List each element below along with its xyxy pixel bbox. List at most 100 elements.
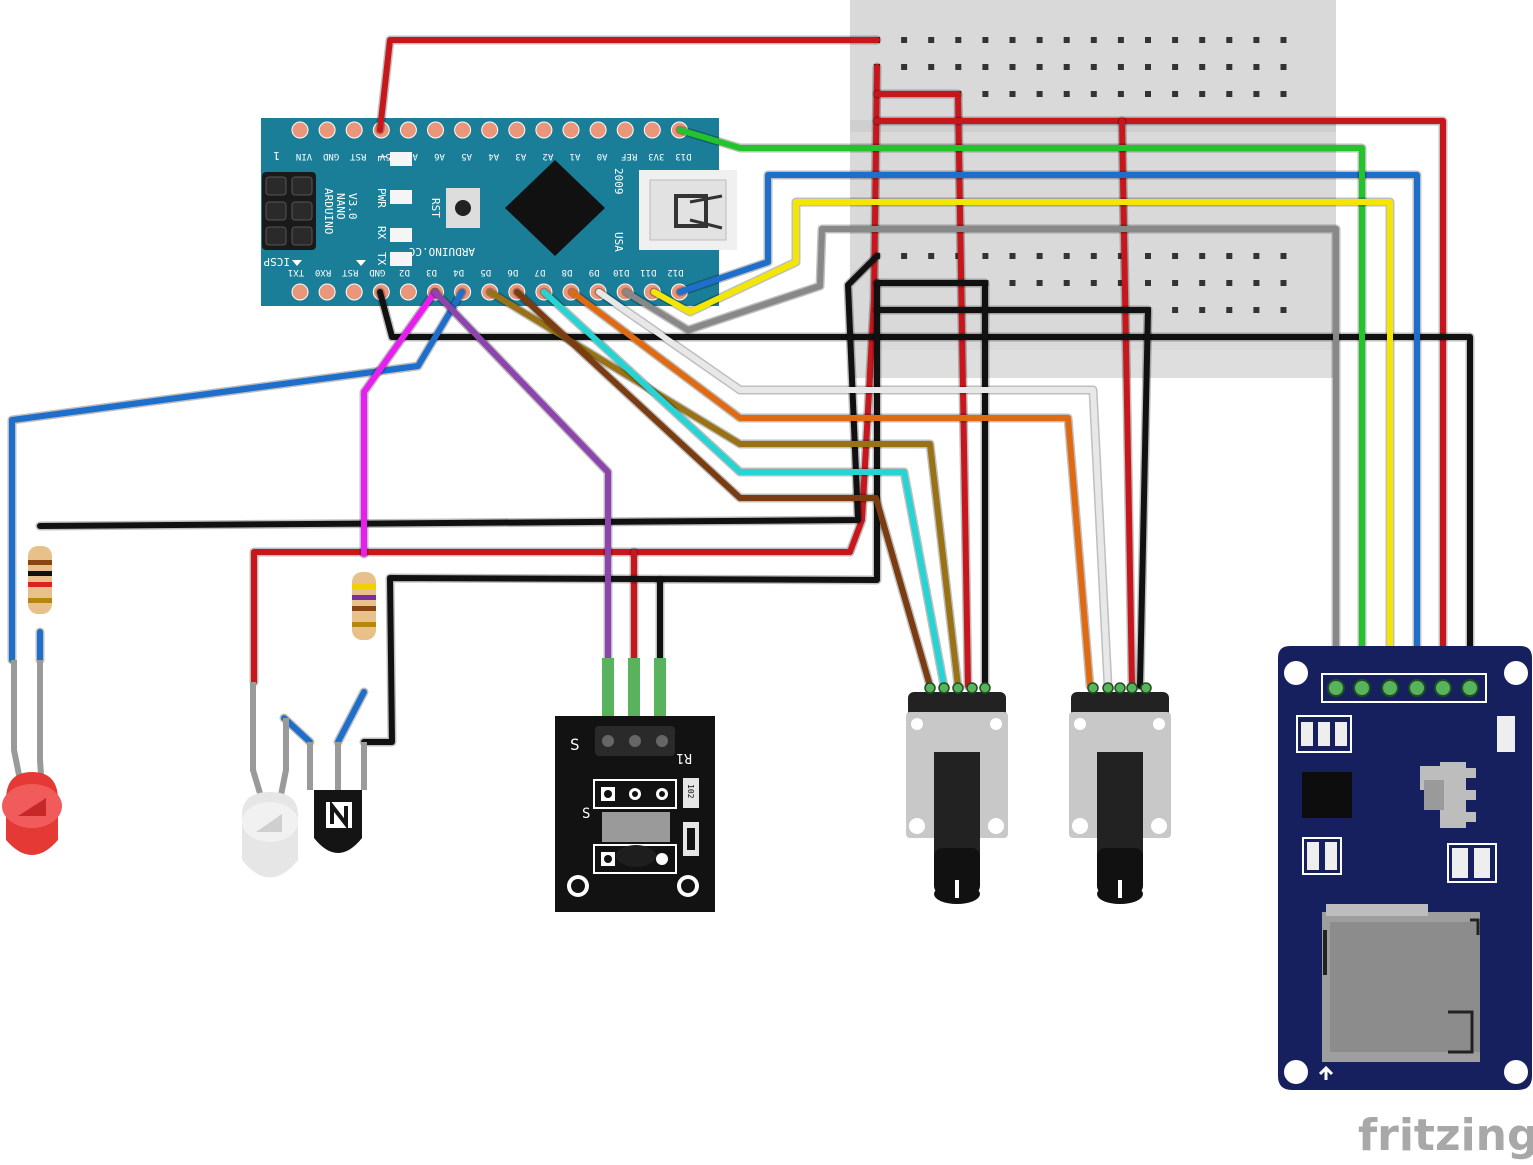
wire-pot2-gnd-black	[874, 307, 1151, 689]
led-label-l: L	[375, 155, 388, 162]
reset-label: RST	[429, 198, 442, 218]
pin-label-d13: D13	[675, 151, 691, 161]
led-label-rx: RX	[375, 226, 388, 240]
usa-label: USA	[612, 232, 625, 252]
wire-gnd-black	[377, 289, 1473, 689]
wire-d4-blue	[9, 289, 465, 663]
pin-top-vin	[291, 121, 309, 139]
wire-d11-yellow	[651, 199, 1393, 689]
wire-d5-olive	[487, 289, 961, 689]
wire-d7-cyan	[541, 289, 947, 689]
pin-label-rst: RST	[349, 151, 366, 161]
pin-bottom-d2	[399, 283, 417, 301]
wire-sd-vcc-red	[874, 118, 1446, 689]
wire-pot2-vcc-red	[1119, 118, 1135, 689]
wire-d8-orange	[569, 289, 1093, 689]
pin-label-5v: 5V	[379, 151, 390, 161]
pin-top-a2	[535, 121, 553, 139]
wire-pot1-gnd-black	[874, 280, 988, 689]
potentiometer-2	[1069, 692, 1171, 904]
pin-label-d8: D8	[562, 267, 573, 277]
signal-pin-label: S	[570, 735, 580, 754]
brand-label: ARDUINO.CC	[409, 245, 475, 258]
wires	[7, 35, 1475, 747]
board-name-line-1: ARDUINO	[322, 188, 335, 234]
pin-label-d6: D6	[507, 267, 518, 277]
wire-d12-blue	[677, 172, 1420, 689]
pin-bottom-rx0	[318, 283, 336, 301]
pin-top-a3	[508, 121, 526, 139]
pin-label-a3: A3	[515, 151, 526, 161]
wire-d3-purple	[432, 289, 611, 663]
pin-label-d3: D3	[426, 267, 437, 277]
pin-label-d11: D11	[640, 267, 656, 277]
pin-top-gnd	[318, 121, 336, 139]
pin-label-a4: A4	[488, 151, 499, 161]
wire-d6-brown	[514, 289, 933, 689]
pin1-label: 1	[273, 149, 280, 162]
wire-d3-magenta	[361, 289, 438, 557]
pin-top-a5	[454, 121, 472, 139]
pin-label-tx1: TX1	[288, 267, 304, 277]
year-label: 2009	[612, 168, 625, 195]
pin-label-d10: D10	[613, 267, 629, 277]
breadboard	[850, 0, 1336, 378]
ir-receiver-module: S S R1 102	[555, 716, 715, 912]
wire-d13-green	[677, 127, 1365, 689]
pin-label-vin: VIN	[296, 151, 312, 161]
pin-top-a1	[562, 121, 580, 139]
pin-label-3v3: 3V3	[648, 151, 664, 161]
pin-label-rx0: RX0	[315, 267, 331, 277]
wire-5v-red	[377, 37, 880, 133]
pin-label-a5: A5	[461, 151, 472, 161]
wire-led-gnd-black	[37, 253, 880, 529]
ir-led	[242, 682, 298, 878]
resistor-code-label: 102	[686, 784, 695, 799]
transistor	[307, 742, 367, 853]
resistor-2	[352, 572, 376, 640]
wire-d9-white	[596, 289, 1111, 689]
pin-label-rst: RST	[341, 267, 358, 277]
signal-pin-label-2: S	[582, 806, 590, 822]
pin-top-a7	[399, 121, 417, 139]
pin-label-a0: A0	[597, 151, 608, 161]
led-label-tx: TX	[375, 252, 388, 266]
arduino-nano: ARDUINO NANO V3.0 ARDUINO.CC 2009 USA IC…	[261, 118, 737, 306]
icsp-label: ICSP	[263, 255, 290, 268]
pin-label-gnd: GND	[369, 267, 385, 277]
pin-label-ref: REF	[621, 151, 637, 161]
fritzing-watermark: fritzing	[1358, 1110, 1533, 1161]
led-label-pwr: PWR	[375, 188, 388, 208]
pin-label-a2: A2	[542, 151, 553, 161]
wire-tr-gnd-black	[361, 280, 880, 745]
pin-label-d4: D4	[453, 267, 464, 277]
pin-label-d2: D2	[399, 267, 410, 277]
pin-top-a6	[427, 121, 444, 139]
pin-label-a1: A1	[570, 151, 581, 161]
pin-top-rst	[345, 121, 363, 139]
potentiometer-1	[906, 692, 1008, 904]
resistor-1	[28, 546, 52, 614]
pin-label-d7: D7	[534, 267, 545, 277]
pin-label-a7: A7	[407, 151, 418, 161]
wire-tr-blue	[335, 689, 367, 745]
sd-card-module	[1278, 646, 1532, 1090]
pin-bottom-tx1	[291, 283, 309, 301]
pin-top-ref	[616, 121, 634, 139]
board-name-line-3: V3.0	[346, 193, 359, 220]
pin-top-a0	[589, 121, 607, 139]
board-name-line-2: NANO	[334, 193, 347, 220]
pin-bottom-rst	[345, 283, 363, 301]
wire-d10-gray	[623, 226, 1339, 689]
pin-top-a4	[481, 121, 499, 139]
pin-label-d9: D9	[589, 267, 600, 277]
pin-label-a6: A6	[434, 151, 445, 161]
red-led	[2, 660, 62, 855]
r1-label: R1	[676, 750, 692, 765]
wire-pot1-vcc-red	[874, 91, 971, 689]
pin-label-gnd: GND	[323, 151, 339, 161]
pin-top-3v3	[643, 121, 661, 139]
pin-label-d5: D5	[480, 267, 491, 277]
pin-label-d12: D12	[667, 267, 683, 277]
